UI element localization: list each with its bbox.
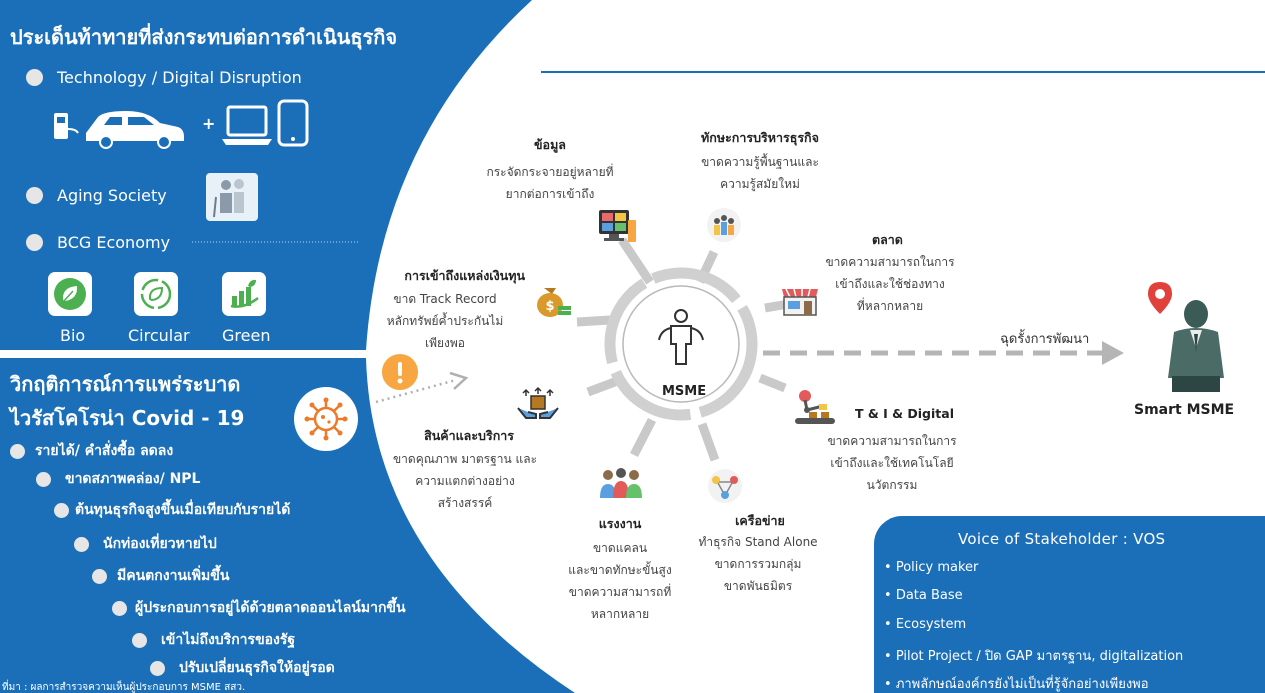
node-tech-desc: ขาดความสามารถในการ เข้าถึงและใช้เทคโนโลย… (827, 434, 957, 492)
crisis-title-line2: ไวรัสโคโรน่า Covid - 19 (10, 406, 245, 430)
goal-arrow-head (1102, 341, 1124, 365)
storefront-icon (780, 283, 820, 323)
bio-tile (48, 272, 92, 316)
node-market-title: ตลาด (872, 232, 903, 247)
node-data-title: ข้อมูล (534, 137, 566, 152)
node-finance-desc: ขาด Track Record หลักทรัพย์ค้ำประกันไม่ … (386, 292, 504, 350)
robot-arm-icon (793, 388, 837, 432)
node-data-desc: กระจัดกระจายอยู่หลายที่ ยากต่อการเข้าถึง (486, 165, 614, 201)
node-network-desc: ทำธุรกิจ Stand Alone ขาดการรวมกลุ่ม ขาดพ… (698, 535, 818, 593)
goal-target-label: Smart MSME (1134, 402, 1235, 418)
challenges-title: ประเด็นท้าทายที่ส่งกระทบต่อการดำเนินธุรก… (10, 25, 398, 49)
node-products-title: สินค้าและบริการ (424, 428, 514, 443)
plus-sign: + (202, 114, 216, 133)
node-management-title: ทักษะการบริหารธุรกิจ (701, 130, 819, 145)
crisis-impact-item: ขาดสภาพคล่อง/ NPL (36, 468, 200, 490)
crisis-title-line1: วิกฤติการณ์การแพร่ระบาด (10, 372, 241, 396)
vos-panel (874, 516, 1265, 693)
source-note: ที่มา : ผลการสำรวจความเห็นผู้ประกอบการ M… (2, 682, 246, 693)
crisis-impact-item: เข้าไม่ถึงบริการของรัฐ (132, 629, 295, 651)
crisis-impact-item: ต้นทุนธุรกิจสูงขึ้นเมื่อเทียบกับรายได้ (54, 499, 290, 521)
bullet-dot (26, 234, 43, 251)
network-people-icon (706, 468, 744, 508)
technology-icons (52, 103, 312, 149)
vos-item: • ภาพลักษณ์องค์กรยังไม่เป็นที่รู้จักอย่า… (884, 677, 1149, 692)
challenge-aging: Aging Society (26, 186, 167, 205)
exclamation-icon (380, 352, 420, 392)
node-network-title: เครือข่าย (735, 513, 785, 528)
vos-item: • Data Base (884, 588, 963, 603)
node-finance-title: การเข้าถึงแหล่งเงินทุน (404, 268, 525, 283)
leaf-icon (54, 278, 86, 310)
crisis-impact-item: ปรับเปลี่ยนธุรกิจให้อยู่รอด (150, 657, 335, 679)
crisis-title-underline (268, 360, 269, 361)
team-growth-icon (706, 207, 742, 247)
green-tile (222, 272, 266, 316)
goal-arrow-label: ฉุดรั้งการพัฒนา (1000, 332, 1090, 347)
vos-item: • Ecosystem (884, 617, 967, 632)
hub-circle (622, 285, 740, 403)
vos-item: • Policy maker (884, 560, 979, 575)
recycle-leaf-icon (140, 278, 172, 310)
growth-bars-icon (230, 279, 259, 308)
challenge-technology: Technology / Digital Disruption (26, 68, 302, 87)
challenge-panel (0, 0, 532, 350)
bcg-bio-label: Bio (60, 326, 86, 345)
virus-icon (294, 387, 358, 451)
crisis-impact-item: รายได้/ คำสั่งซื้อ ลดลง (10, 440, 173, 462)
crisis-impact-item: มีคนตกงานเพิ่มขึ้น (92, 565, 229, 587)
elderly-couple-icon (206, 173, 258, 221)
challenge-bcg: BCG Economy (26, 233, 170, 252)
computer-dashboard-icon (597, 208, 637, 248)
money-bag-icon: $ (532, 280, 572, 324)
svg-text:$: $ (545, 299, 554, 314)
workers-group-icon (596, 466, 646, 504)
bullet-dot (26, 69, 43, 86)
smartphone-icon (276, 98, 310, 152)
bcg-green-label: Green (222, 326, 271, 345)
node-tech-title: T & I & Digital (855, 406, 954, 421)
node-labor-desc: ขาดแคลน และขาดทักษะขั้นสูง ขาดความสามารถ… (568, 541, 672, 621)
crisis-panel (0, 358, 575, 693)
bullet-dot (26, 187, 43, 204)
bcg-circular-label: Circular (128, 326, 190, 345)
crisis-impact-item: ผู้ประกอบการอยู่ได้ด้วยตลาดออนไลน์มากขึ้… (112, 597, 406, 619)
warning-arrow-head (449, 371, 469, 390)
node-products-desc: ขาดคุณภาพ มาตรฐาน และ ความแตกต่างอย่าง ส… (392, 452, 538, 510)
vos-title: Voice of Stakeholder : VOS (958, 530, 1166, 548)
vos-item: • Pilot Project / ปิด GAP มาตรฐาน, digit… (884, 649, 1184, 664)
hub-ring (604, 267, 758, 421)
laptop-icon (222, 103, 272, 151)
fuel-pump-electric-car-icon (54, 111, 184, 149)
node-labor-title: แรงงาน (598, 516, 642, 531)
node-market-desc: ขาดความสามารถในการ เข้าถึงและใช้ช่องทาง … (825, 255, 955, 313)
hands-box-icon (516, 386, 560, 430)
person-shrug-icon (653, 308, 709, 368)
node-management-desc: ขาดความรู้พื้นฐานและ ความรู้สมัยใหม่ (701, 155, 819, 191)
hub-center-label: MSME (662, 384, 707, 399)
warning-arrow-line (375, 378, 457, 404)
circular-tile (134, 272, 178, 316)
crisis-impact-item: นักท่องเที่ยวหายไป (74, 533, 217, 555)
businessman-icon (1150, 298, 1240, 398)
location-pin-icon (1145, 280, 1175, 320)
